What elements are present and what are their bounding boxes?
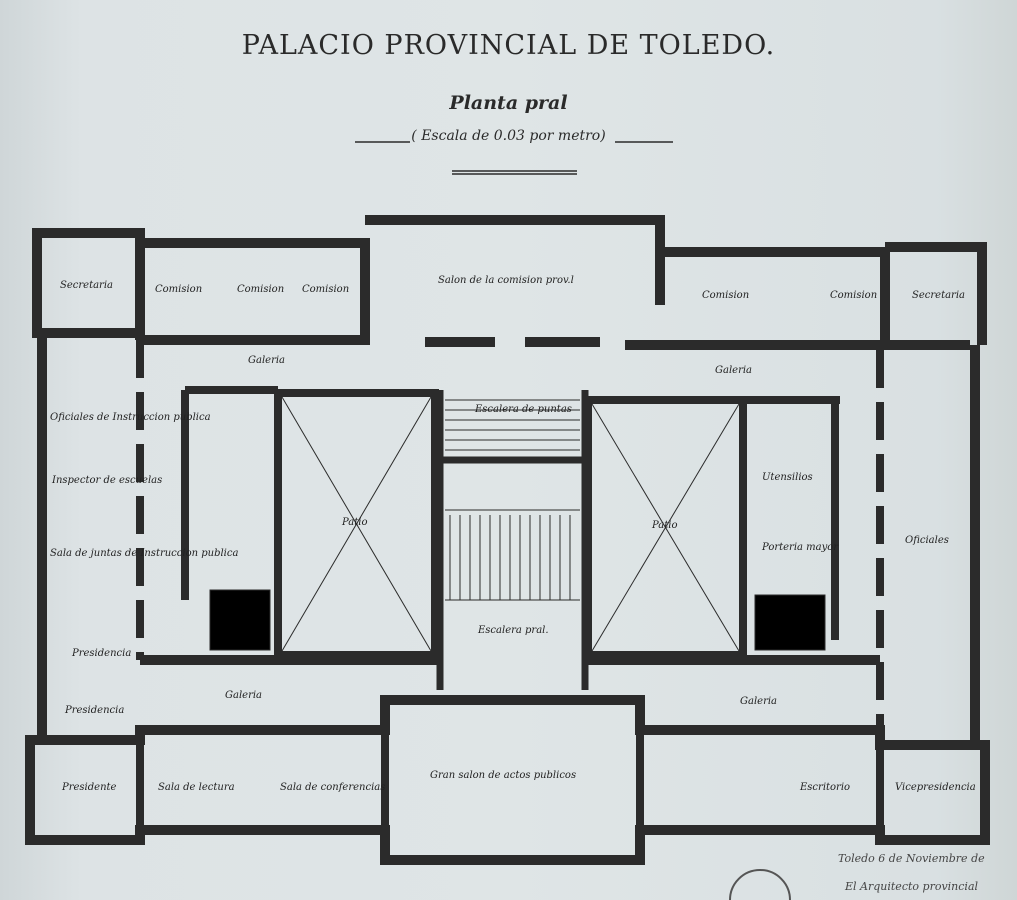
plan-scale: ( Escala de 0.03 por metro): [411, 128, 606, 144]
room-vicepresidencia: Vicepresidencia: [895, 782, 976, 793]
room-comision-4: Comision: [702, 290, 749, 301]
room-comision-2: Comision: [237, 284, 284, 295]
room-galeria-bottom-left: Galeria: [225, 690, 262, 701]
room-sala-juntas: Sala de juntas de Instruccion publica: [50, 548, 238, 559]
room-galeria-bottom-right: Galeria: [740, 696, 777, 707]
stamp-seal: [729, 869, 791, 900]
signature-date: Toledo 6 de Noviembre de: [838, 852, 985, 865]
staircase-treads: [209, 399, 826, 651]
room-presidencia-1: Presidencia: [71, 648, 131, 659]
title-rules: [355, 141, 673, 175]
walls: [25, 215, 990, 865]
room-presidencia-2: Presidencia: [64, 705, 124, 716]
room-sala-conferencias: Sala de conferencias: [280, 782, 385, 793]
room-porteria: Porteria mayor: [761, 542, 839, 553]
room-comision-5: Comision: [830, 290, 877, 301]
room-secretaria-right: Secretaria: [912, 290, 965, 301]
room-secretaria-left: Secretaria: [60, 280, 113, 291]
room-oficiales-instruccion: Oficiales de Instruccion publica: [50, 412, 211, 423]
signature-architect: El Arquitecto provincial: [844, 880, 978, 893]
room-escalera-puntas: Escalera de puntas: [474, 404, 572, 415]
room-sala-lectura: Sala de lectura: [158, 782, 235, 793]
room-salon-comision: Salon de la comision prov.l: [438, 275, 574, 286]
room-presidente: Presidente: [61, 782, 117, 793]
room-oficiales: Oficiales: [905, 535, 949, 546]
room-patio-right: Patio: [651, 520, 677, 531]
room-patio-left: Patio: [341, 517, 367, 528]
plan-subtitle: Planta pral: [449, 92, 568, 114]
room-escritorio: Escritorio: [799, 782, 850, 793]
room-comision-3: Comision: [302, 284, 349, 295]
room-gran-salon: Gran salon de actos publicos: [430, 770, 576, 781]
room-galeria-top-left: Galeria: [248, 355, 285, 366]
room-inspector: Inspector de escuelas: [51, 475, 162, 486]
patio-diagonals: [281, 396, 740, 652]
plan-title: PALACIO PROVINCIAL DE TOLEDO.: [241, 30, 776, 61]
room-comision-1: Comision: [155, 284, 202, 295]
room-escalera-pral: Escalera pral.: [477, 625, 549, 636]
room-utensilios: Utensilios: [762, 472, 813, 483]
room-galeria-top-right: Galeria: [715, 365, 752, 376]
room-labels: Secretaria Comision Comision Comision Sa…: [50, 275, 976, 793]
